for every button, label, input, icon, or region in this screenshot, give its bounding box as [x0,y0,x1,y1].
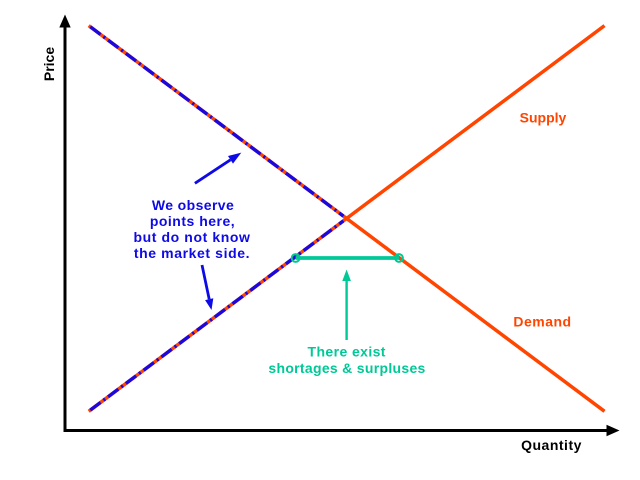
svg-text:Quantity: Quantity [521,437,582,453]
svg-text:but do not know: but do not know [133,229,250,245]
svg-text:Price: Price [41,47,57,81]
svg-text:shortages & surpluses: shortages & surpluses [268,360,425,376]
svg-text:We observe: We observe [152,197,234,213]
svg-text:points here,: points here, [150,213,235,229]
svg-text:Demand: Demand [513,314,571,330]
svg-text:There exist: There exist [308,344,386,360]
svg-text:the market side.: the market side. [134,245,250,261]
svg-text:Supply: Supply [520,110,567,126]
